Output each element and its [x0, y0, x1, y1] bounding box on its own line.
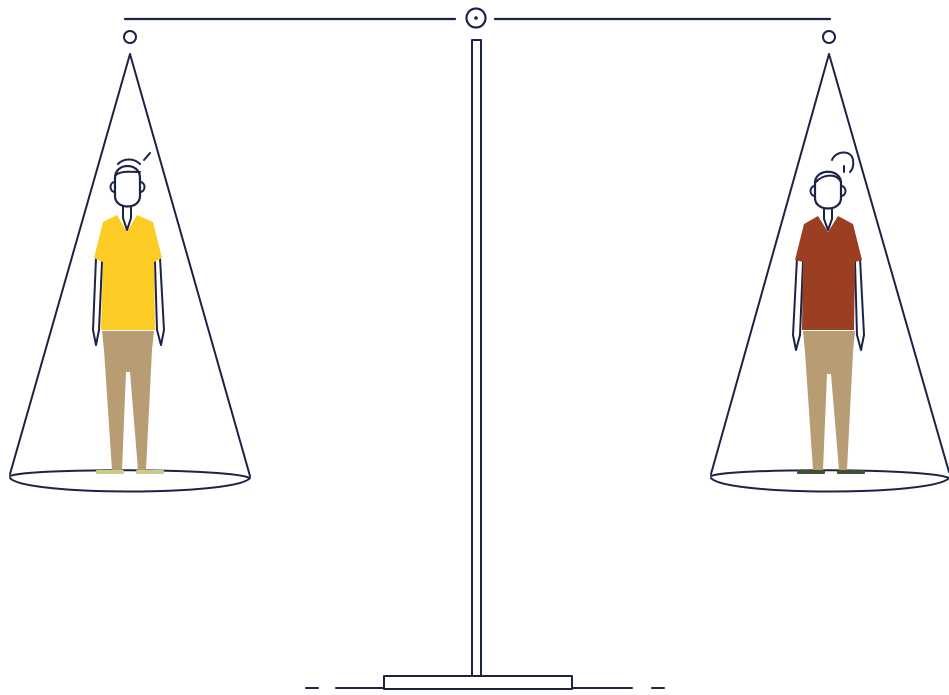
woman-figure	[793, 153, 865, 475]
woman-hair-bun	[832, 153, 853, 173]
man-right-arm	[155, 258, 164, 345]
man-left-arm	[93, 258, 102, 345]
man-trousers	[102, 331, 154, 470]
man-shirt	[94, 215, 162, 330]
scale-pivot	[467, 9, 486, 28]
woman-left-arm	[793, 258, 803, 350]
woman-trousers	[803, 331, 855, 470]
man-figure	[93, 153, 164, 474]
woman-shirt	[795, 216, 862, 330]
woman-right-arm	[855, 258, 864, 350]
man-hair	[115, 172, 140, 176]
scale-post	[472, 40, 481, 676]
scale-base	[306, 676, 664, 689]
woman-hair	[816, 176, 841, 182]
